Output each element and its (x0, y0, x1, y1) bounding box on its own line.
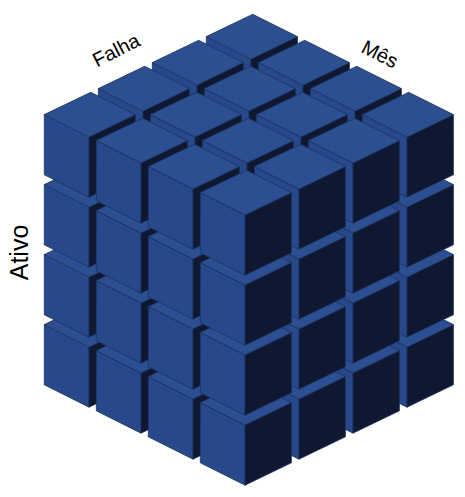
axis-label: Mês (359, 37, 402, 72)
cubelet-top-face (200, 170, 291, 215)
axis-label: Falha (89, 30, 143, 71)
axis-label: Ativo (8, 224, 33, 280)
